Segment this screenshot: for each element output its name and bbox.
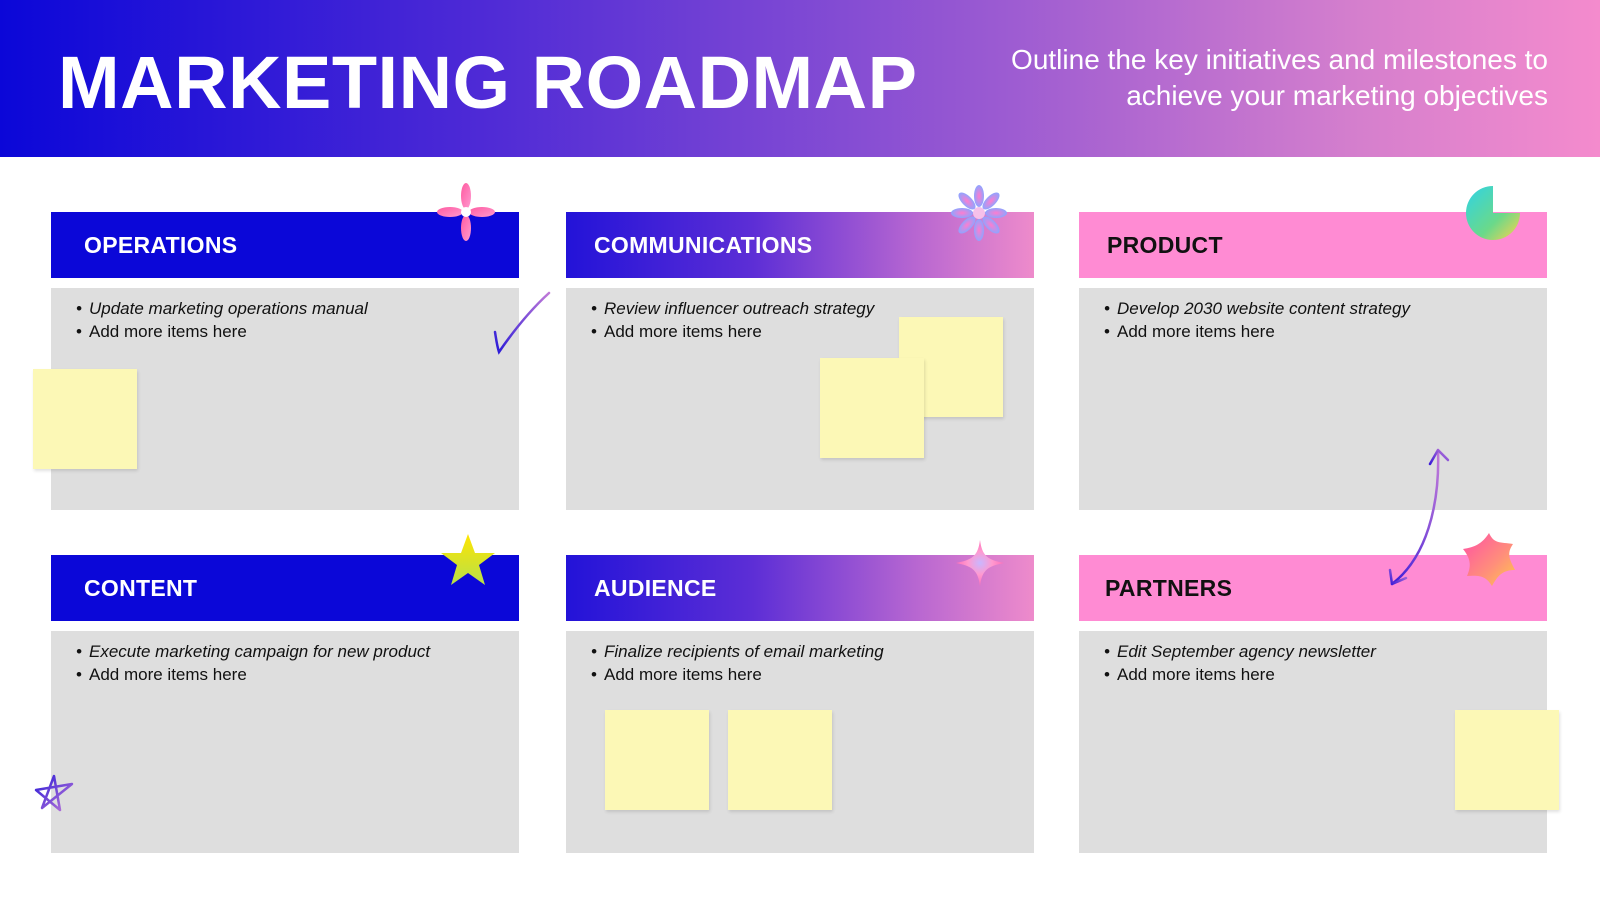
item-list: Develop 2030 website content strategy Ad… [1103, 297, 1547, 343]
card-header: PARTNERS [1079, 555, 1547, 621]
item-list: Finalize recipients of email marketing A… [590, 640, 1034, 686]
sticky-note[interactable] [728, 710, 832, 810]
header-banner: MARKETING ROADMAP Outline the key initia… [0, 0, 1600, 157]
sticky-note[interactable] [1455, 710, 1559, 810]
doodle-star-icon [34, 774, 74, 812]
star-icon [441, 534, 495, 585]
list-item[interactable]: Add more items here [76, 320, 519, 343]
checkmark-icon [493, 291, 551, 355]
item-list: Review influencer outreach strategy Add … [590, 297, 1034, 343]
list-item[interactable]: Review influencer outreach strategy [591, 297, 1034, 320]
sparkle-icon [956, 540, 1004, 586]
curved-arrow-icon [1388, 448, 1450, 586]
card-product: PRODUCT Develop 2030 website content str… [1079, 212, 1547, 510]
card-body[interactable]: Execute marketing campaign for new produ… [51, 631, 519, 853]
card-header: OPERATIONS [51, 212, 519, 278]
card-content: CONTENT Execute marketing campaign for n… [51, 555, 519, 853]
flower-icon [437, 183, 495, 241]
list-item[interactable]: Edit September agency newsletter [1104, 640, 1547, 663]
item-list: Update marketing operations manual Add m… [75, 297, 519, 343]
page-subtitle: Outline the key initiatives and mileston… [1011, 44, 1548, 111]
sticky-note[interactable] [33, 369, 137, 469]
pie-shape-icon [1466, 186, 1520, 240]
list-item[interactable]: Finalize recipients of email marketing [591, 640, 1034, 663]
list-item[interactable]: Update marketing operations manual [76, 297, 519, 320]
blob-star-icon [1463, 533, 1515, 586]
page-title: MARKETING ROADMAP [58, 41, 918, 124]
item-list: Edit September agency newsletter Add mor… [1103, 640, 1547, 686]
list-item[interactable]: Add more items here [1104, 320, 1547, 343]
card-header: CONTENT [51, 555, 519, 621]
card-body[interactable]: Develop 2030 website content strategy Ad… [1079, 288, 1547, 510]
sticky-note[interactable] [820, 358, 924, 458]
list-item[interactable]: Add more items here [591, 663, 1034, 686]
sticky-note[interactable] [605, 710, 709, 810]
list-item[interactable]: Add more items here [76, 663, 519, 686]
list-item[interactable]: Add more items here [591, 320, 1034, 343]
list-item[interactable]: Execute marketing campaign for new produ… [76, 640, 519, 663]
list-item[interactable]: Develop 2030 website content strategy [1104, 297, 1547, 320]
item-list: Execute marketing campaign for new produ… [75, 640, 519, 686]
card-header: AUDIENCE [566, 555, 1034, 621]
list-item[interactable]: Add more items here [1104, 663, 1547, 686]
daisy-icon [951, 185, 1007, 241]
card-header: COMMUNICATIONS [566, 212, 1034, 278]
